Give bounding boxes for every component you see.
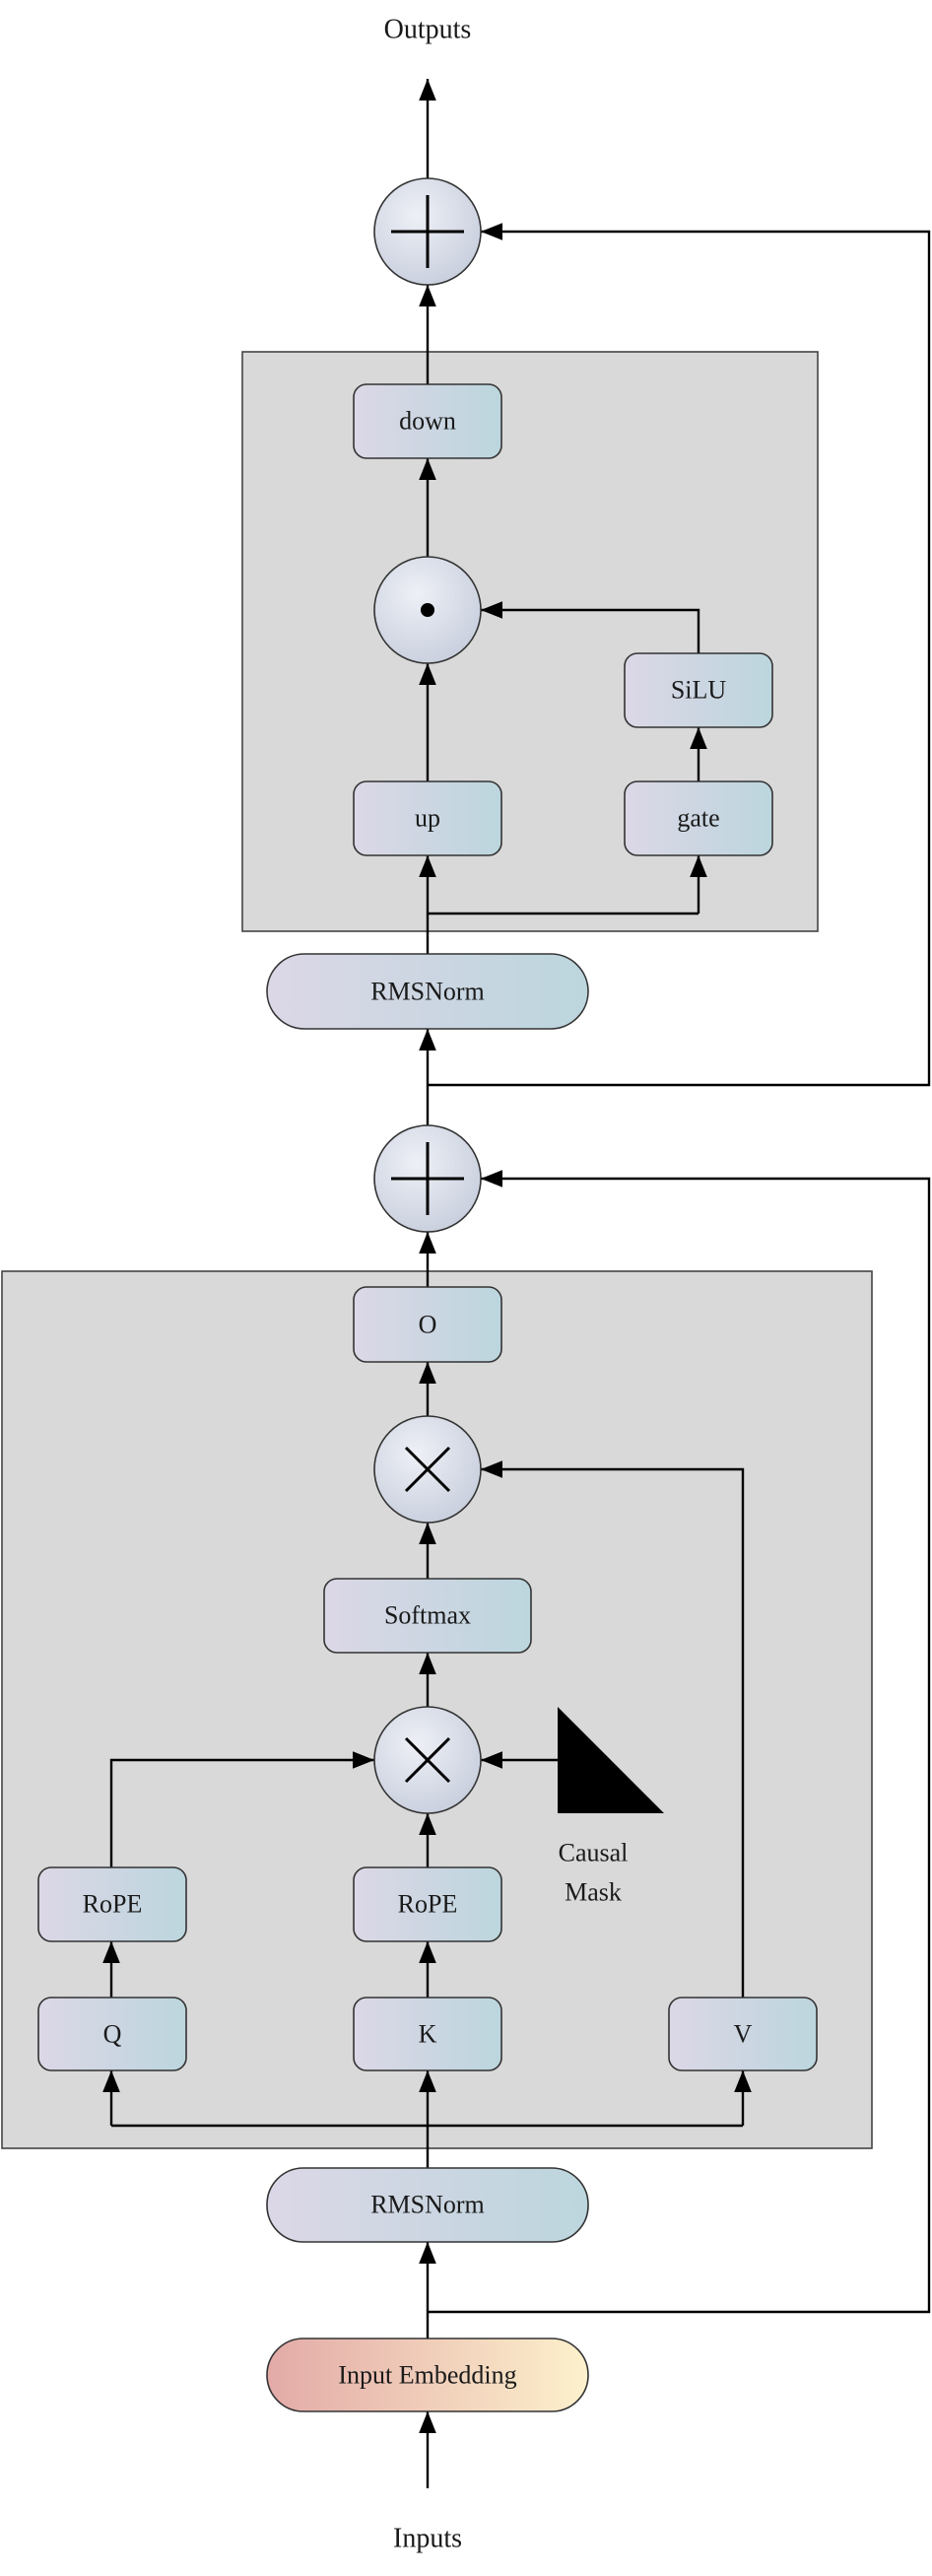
up-proj-box: up xyxy=(353,780,502,856)
dot-icon xyxy=(421,603,434,617)
down-proj-box: down xyxy=(353,383,502,459)
causal-mask-triangle-icon xyxy=(558,1707,664,1813)
rmsnorm-mlp-label: RMSNorm xyxy=(370,978,485,1006)
v-proj-box: V xyxy=(668,1997,818,2071)
inputs-label: Inputs xyxy=(393,2524,462,2554)
o-proj-label: O xyxy=(419,1311,437,1339)
gate-proj-label: gate xyxy=(677,804,719,833)
up-proj-label: up xyxy=(415,804,440,833)
outputs-label: Outputs xyxy=(384,15,472,45)
causal-mask: Causal Mask xyxy=(558,1707,664,1907)
rope-k-box: RoPE xyxy=(353,1866,502,1942)
softmax-box: Softmax xyxy=(323,1578,532,1654)
k-proj-label: K xyxy=(419,2020,437,2049)
causal-mask-label-line1: Causal xyxy=(559,1839,629,1867)
q-proj-box: Q xyxy=(37,1997,187,2071)
elementwise-product xyxy=(373,556,482,664)
rope-q-label: RoPE xyxy=(83,1890,143,1919)
k-proj-box: K xyxy=(353,1997,502,2071)
rmsnorm-attention-box: RMSNorm xyxy=(266,2167,589,2243)
matmul-qk xyxy=(373,1706,482,1814)
softmax-label: Softmax xyxy=(384,1601,471,1630)
gate-proj-box: gate xyxy=(624,780,773,856)
v-proj-label: V xyxy=(734,2020,753,2049)
o-proj-box: O xyxy=(353,1286,502,1363)
input-embedding-label: Input Embedding xyxy=(338,2361,516,2390)
rmsnorm-mlp-box: RMSNorm xyxy=(266,953,589,1030)
connections xyxy=(102,79,931,2488)
silu-box: SiLU xyxy=(624,652,773,728)
input-embedding-box: Input Embedding xyxy=(266,2338,589,2412)
rope-k-label: RoPE xyxy=(398,1890,458,1919)
matmul-attn-v xyxy=(373,1415,482,1524)
silu-label: SiLU xyxy=(671,676,727,705)
down-proj-label: down xyxy=(399,407,456,436)
q-proj-label: Q xyxy=(103,2020,122,2049)
rope-q-box: RoPE xyxy=(37,1866,187,1942)
causal-mask-label-line2: Mask xyxy=(565,1878,622,1907)
residual-add-mlp xyxy=(373,177,482,286)
residual-add-attention xyxy=(373,1124,482,1233)
rmsnorm-attention-label: RMSNorm xyxy=(370,2191,485,2219)
